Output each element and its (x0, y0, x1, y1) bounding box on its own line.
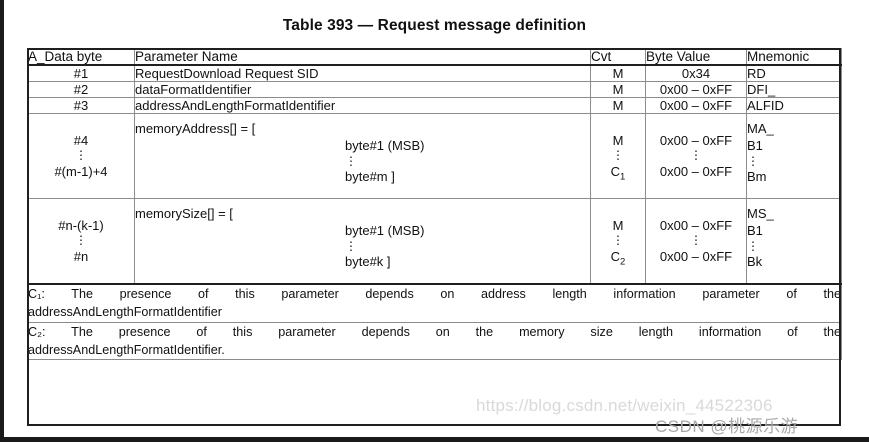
vertical-ellipsis-icon: ⋮ (612, 148, 624, 163)
table-header-row: A_Data byte Parameter Name Cvt Byte Valu… (27, 48, 842, 66)
mnemonic-line-4: Bk (747, 254, 763, 269)
cell-byte-range: #n-(k-1) ⋮ #n (27, 198, 135, 285)
table-row-memory-size: #n-(k-1) ⋮ #n memorySize[] = [ byte#1 (M… (27, 198, 842, 285)
cell-cvt-range: M ⋮ C1 (590, 113, 646, 199)
cvt-last-label: C (610, 248, 621, 264)
byte-range-first: #n-(k-1) (58, 218, 104, 233)
footnote-c2-line-1: C₂: The presence of this parameter depen… (28, 324, 841, 339)
column-header-a-data-byte: A_Data byte (27, 48, 135, 66)
byte-range-first: #4 (73, 133, 89, 148)
byte-value-first: 0x00 – 0xFF (659, 133, 733, 148)
cell-byte: #2 (27, 81, 135, 98)
byte-value-last: 0x00 – 0xFF (659, 163, 733, 179)
parameter-array-declaration: memorySize[] = [ (135, 206, 233, 221)
cvt-last-subscript: 2 (620, 256, 626, 268)
footnote-c1-line-2: addressAndLengthFormatIdentifier (28, 305, 222, 320)
cvt-last-label: C (610, 163, 621, 179)
watermark-author: CSDN @桃源乐游 (655, 417, 799, 436)
cell-mnemonic-range: MA_ B1 ⋮ Bm (746, 113, 842, 199)
footnote-c1-line-1: C₁: The presence of this parameter depen… (28, 287, 841, 301)
mnemonic-line-1: MS_ (747, 206, 774, 221)
cell-cvt-range: M ⋮ C2 (590, 198, 646, 285)
byte-range-last: #n (73, 248, 89, 264)
table-row-memory-address: #4 ⋮ #(m-1)+4 memoryAddress[] = [ byte#1… (27, 113, 842, 199)
mnemonic-line-2: B1 (747, 223, 763, 239)
cell-parameter: addressAndLengthFormatIdentifier (134, 97, 591, 114)
vertical-ellipsis-icon: ⋮ (75, 233, 87, 248)
cvt-last: C2 (591, 248, 645, 268)
column-header-parameter-name: Parameter Name (134, 48, 591, 66)
column-header-cvt: Cvt (590, 48, 646, 66)
cvt-first: M (612, 218, 624, 233)
parameter-byte-first: byte#1 (MSB) (345, 138, 425, 154)
cell-byte-value: 0x00 – 0xFF (645, 97, 747, 114)
cell-cvt: M (590, 81, 646, 98)
byte-range-last: #(m-1)+4 (54, 163, 108, 179)
parameter-array-declaration: memoryAddress[] = [ (135, 121, 256, 136)
footnote-c1: C₁: The presence of this parameter depen… (27, 283, 842, 323)
cell-cvt: M (590, 64, 646, 82)
vertical-ellipsis-icon: ⋮ (612, 233, 624, 248)
column-header-byte-value: Byte Value (645, 48, 747, 66)
cell-byte-value-range: 0x00 – 0xFF ⋮ 0x00 – 0xFF (645, 198, 747, 285)
vertical-ellipsis-icon: ⋮ (690, 233, 702, 248)
byte-value-first: 0x00 – 0xFF (659, 218, 733, 233)
cell-byte-range: #4 ⋮ #(m-1)+4 (27, 113, 135, 199)
column-header-mnemonic: Mnemonic (746, 48, 842, 66)
cell-mnemonic: RD (746, 64, 842, 82)
footnote-c2-line-2: addressAndLengthFormatIdentifier. (28, 342, 225, 357)
vertical-ellipsis-icon: ⋮ (690, 148, 702, 163)
vertical-ellipsis-icon: ⋮ (75, 148, 87, 163)
table-title: Table 393 — Request message definition (282, 17, 587, 34)
image-bottom-edge-band (0, 437, 869, 442)
table-footnote-row-2: C₂: The presence of this parameter depen… (27, 321, 842, 360)
cell-byte-value: 0x34 (645, 64, 747, 82)
footnote-c2: C₂: The presence of this parameter depen… (27, 321, 842, 360)
mnemonic-line-2: B1 (747, 138, 763, 154)
cell-cvt: M (590, 97, 646, 114)
cvt-last: C1 (591, 163, 645, 183)
cell-byte-value-range: 0x00 – 0xFF ⋮ 0x00 – 0xFF (645, 113, 747, 199)
vertical-ellipsis-icon: ⋮ (345, 153, 357, 168)
cell-parameter: RequestDownload Request SID (134, 64, 591, 82)
watermark-url: https://blog.csdn.net/weixin_44522306 (476, 396, 773, 415)
cell-byte: #1 (27, 64, 135, 82)
image-left-edge-band (0, 0, 4, 442)
request-message-definition-table: A_Data byte Parameter Name Cvt Byte Valu… (27, 48, 842, 360)
table-row: #2 dataFormatIdentifier M 0x00 – 0xFF DF… (27, 81, 842, 98)
parameter-byte-last: byte#m ] (345, 169, 395, 184)
cell-mnemonic: ALFID (746, 97, 842, 114)
table-row: #1 RequestDownload Request SID M 0x34 RD (27, 64, 842, 82)
cell-parameter-memory-address: memoryAddress[] = [ byte#1 (MSB) ⋮ byte#… (134, 113, 591, 199)
cell-byte-value: 0x00 – 0xFF (645, 81, 747, 98)
parameter-byte-last: byte#k ] (345, 254, 391, 269)
parameter-byte-first: byte#1 (MSB) (345, 223, 425, 239)
mnemonic-line-1: MA_ (747, 121, 774, 136)
cell-byte: #3 (27, 97, 135, 114)
vertical-ellipsis-icon: ⋮ (747, 153, 759, 168)
table-footnote-row-1: C₁: The presence of this parameter depen… (27, 283, 842, 323)
cell-parameter-memory-size: memorySize[] = [ byte#1 (MSB) ⋮ byte#k ] (134, 198, 591, 285)
cvt-last-subscript: 1 (620, 171, 626, 183)
cvt-first: M (612, 133, 624, 148)
table-row: #3 addressAndLengthFormatIdentifier M 0x… (27, 97, 842, 114)
cell-mnemonic-range: MS_ B1 ⋮ Bk (746, 198, 842, 285)
cell-parameter: dataFormatIdentifier (134, 81, 591, 98)
mnemonic-line-4: Bm (747, 169, 767, 184)
byte-value-last: 0x00 – 0xFF (659, 248, 733, 264)
vertical-ellipsis-icon: ⋮ (747, 238, 759, 253)
cell-mnemonic: DFI_ (746, 81, 842, 98)
vertical-ellipsis-icon: ⋮ (345, 238, 357, 253)
